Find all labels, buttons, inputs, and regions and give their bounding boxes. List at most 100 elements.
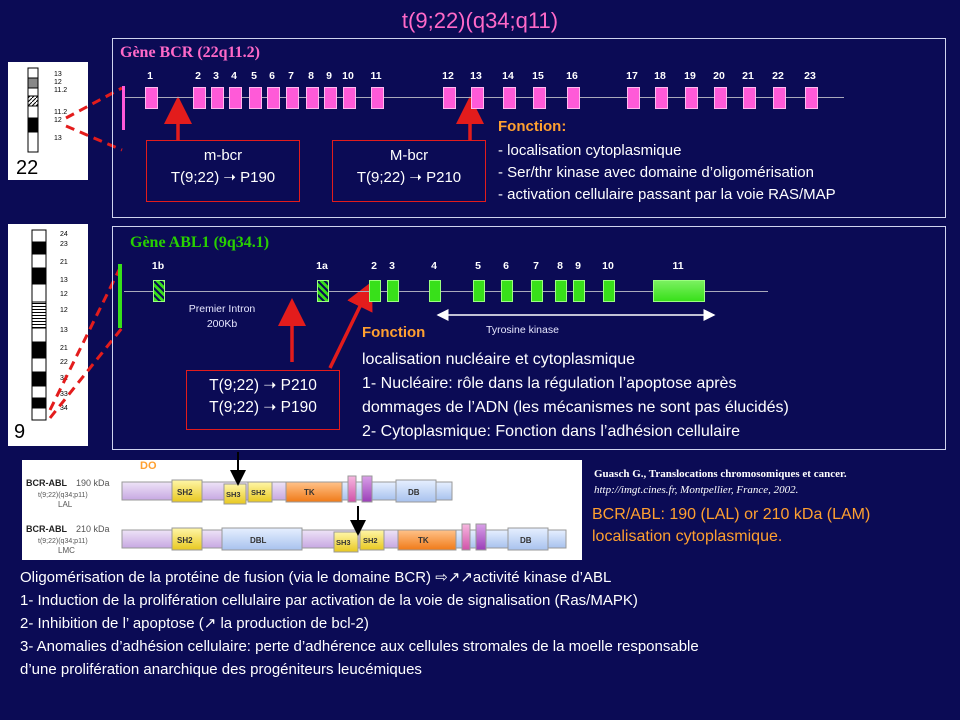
abl-exon — [429, 280, 441, 302]
bcr-exon-number: 14 — [502, 70, 514, 82]
consequences-text: Oligomérisation de la protéine de fusion… — [20, 566, 699, 681]
bcr-exon-number: 22 — [772, 70, 784, 82]
p190-nxe-motif — [347, 475, 357, 503]
bcr-exon-number: 2 — [195, 70, 201, 82]
consequence-oligomerisation: Oligomérisation de la protéine de fusion… — [20, 569, 612, 586]
bcr-exon-number: 7 — [288, 70, 294, 82]
bcr-exon-number: 21 — [742, 70, 754, 82]
reference: Guasch G., Translocations chromosomiques… — [594, 466, 847, 498]
bcr-exon-number: 13 — [470, 70, 482, 82]
abl-exon-number: 1b — [151, 260, 165, 272]
abl-exon-number: 2 — [371, 260, 377, 272]
chromosome-9-drawing: 24 23 21 13 12 12 13 21 22 31 33 34 9 — [14, 229, 68, 443]
bcr-exon — [773, 87, 786, 109]
bcr-exon — [229, 87, 242, 109]
abl-break-arrow-2 — [328, 281, 373, 369]
chr9-band: 13 — [60, 277, 68, 284]
chr22-band: 12 — [54, 117, 62, 124]
bcr-exon — [533, 87, 546, 109]
bcr-exon-number: 12 — [442, 70, 454, 82]
p190-sh2b-label: SH2 — [251, 488, 266, 497]
chr22-band: 11.2 — [54, 109, 67, 116]
p210-dbl-label: DBL — [250, 536, 267, 545]
chr22-band: 13 — [54, 135, 62, 142]
tyrosine-kinase-span — [436, 309, 716, 321]
Mbcr-box: M-bcr T(9;22) ➝ P210 — [332, 140, 486, 202]
p190-db-domain — [395, 479, 437, 503]
abl-exon-number: 6 — [503, 260, 509, 272]
bcr-exon — [343, 87, 356, 109]
ex2-label: Ex2 — [252, 459, 272, 471]
p210-dbl-domain — [221, 527, 303, 551]
p210-disease: LMC — [58, 546, 75, 555]
chr9-band: 34 — [60, 405, 68, 412]
bcr-exon-number: 17 — [626, 70, 638, 82]
bcr-exon — [743, 87, 756, 109]
bcr-exon — [306, 87, 319, 109]
consequence-proliferation: 1- Induction de la prolifération cellula… — [20, 592, 638, 609]
bcr-exon — [193, 87, 206, 109]
bcr-exon — [249, 87, 262, 109]
abl-exon-number: 11 — [672, 260, 684, 272]
bcr-exon — [267, 87, 280, 109]
bcr-gene-start-bar — [122, 86, 125, 130]
p210-sh2b-label: SH2 — [363, 536, 378, 545]
p190-translocation: t(9;22)(q34;p11) — [38, 492, 88, 499]
p210-sh2-domain — [171, 527, 203, 551]
abl-breakpoint-box: T(9;22) ➝ P210 T(9;22) ➝ P190 — [186, 370, 340, 430]
p210-name: BCR-ABL — [26, 524, 67, 534]
bcr-exon — [655, 87, 668, 109]
p210-sh3-domain — [333, 531, 359, 553]
abl-exon-number: 8 — [557, 260, 563, 272]
bcr-exon — [286, 87, 299, 109]
chr9-zoom-line-top — [48, 263, 124, 411]
abl-exon — [555, 280, 567, 302]
abl-function-item: dommages de l’ADN (les mécanismes ne son… — [362, 399, 789, 416]
mbcr-label: m-bcr — [203, 147, 243, 164]
p190-tk-label: TK — [304, 488, 315, 497]
bcr-exon-number: 5 — [251, 70, 257, 82]
abl-exon — [573, 280, 585, 302]
abl-exon — [387, 280, 399, 302]
p210-gln-motif — [475, 523, 487, 551]
bcr-exon-number: 11 — [370, 70, 382, 82]
bcr-function-title: Fonction: — [498, 118, 567, 135]
bcr-exon — [685, 87, 698, 109]
abl-exon-number: 4 — [431, 260, 437, 272]
p190-sh2-label: SH2 — [177, 488, 193, 497]
fusion-protein-drawing: BCR-ABL 190 kDa t(9;22)(q34;p11) LAL SH2… — [26, 475, 567, 555]
intron-label-line2: 200Kb — [206, 318, 238, 330]
p190-name: BCR-ABL — [26, 478, 67, 488]
Mbcr-label: M-bcr — [389, 147, 429, 164]
abl-function-list: localisation nucléaire et cytoplasmique … — [362, 348, 789, 444]
bcr-exon — [805, 87, 818, 109]
fusion-protein-figure: BCR-ABL 190 kDa t(9;22)(q34;p11) LAL SH2… — [22, 460, 582, 560]
bcr-exon — [567, 87, 580, 109]
bcr-exon-number: 18 — [654, 70, 666, 82]
bcr-function-item: - activation cellulaire passant par la v… — [498, 186, 836, 203]
bcr-exon-number: 15 — [532, 70, 544, 82]
p210-db-label: DB — [520, 536, 532, 545]
consequence-adhesion: 3- Anomalies d’adhésion cellulaire: pert… — [20, 638, 699, 655]
page-title: t(9;22)(q34;q11) — [401, 8, 559, 33]
abl-exon — [603, 280, 615, 302]
chr9-zoom-line-bottom — [48, 327, 124, 419]
chr22-band: 13 — [54, 71, 62, 78]
p210-translocation: t(9;22)(q34;p11) — [38, 538, 88, 545]
bcr-exon-number: 16 — [566, 70, 578, 82]
bcr-panel — [112, 38, 946, 218]
chr22-label: 22 — [16, 157, 38, 179]
p210-db-domain — [507, 527, 549, 551]
tyrosine-kinase-label: Tyrosine kinase — [486, 324, 559, 336]
abl-exon — [153, 280, 165, 302]
p190-kda: 190 kDa — [76, 478, 110, 488]
p190-disease: LAL — [58, 500, 73, 509]
bcr-exon — [627, 87, 640, 109]
bcr-exon — [714, 87, 727, 109]
bcr-gene-title: Gène BCR (22q11.2) — [120, 44, 260, 61]
do-label: DO — [140, 460, 157, 472]
chr9-band: 12 — [60, 307, 68, 314]
intron-label: Premier Intron 200Kb — [172, 302, 272, 332]
abl-break-p190: T(9;22) ➝ P190 — [209, 399, 317, 416]
